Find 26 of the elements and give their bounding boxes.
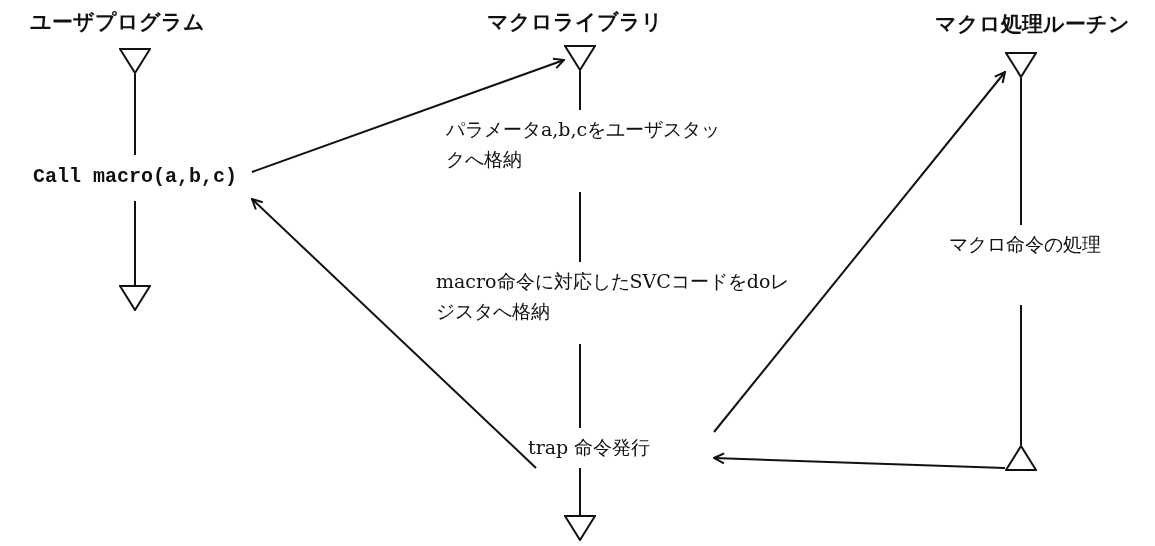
step-text: マクロ命令の処理 (940, 225, 1110, 305)
arrow (713, 71, 1006, 433)
arrow (713, 452, 1006, 469)
connector-line (134, 200, 136, 286)
connector-line (579, 70, 581, 111)
connector-line (134, 73, 136, 156)
connector-line (579, 467, 581, 516)
step-text: macro命令に対応したSVCコードをdoレジスタへ格納 (430, 262, 800, 344)
connector-line (1020, 77, 1022, 226)
step-text: trap 命令発行 (522, 428, 714, 468)
connector-line (579, 191, 581, 263)
end-triangle-icon (1005, 445, 1037, 471)
start-triangle-icon (564, 515, 596, 541)
arrow (251, 57, 565, 173)
lane-heading: マクロライブラリ (487, 9, 663, 36)
connector-line (579, 343, 581, 429)
lane-heading: ユーザプログラム (30, 9, 205, 36)
start-triangle-icon (119, 48, 151, 74)
connector-line (1020, 304, 1022, 446)
step-text: パラメータa,b,cをユーザスタックへ格納 (440, 110, 740, 192)
arrow (251, 198, 537, 469)
start-triangle-icon (1005, 52, 1037, 78)
start-triangle-icon (564, 45, 596, 71)
start-triangle-icon (119, 285, 151, 311)
lane-heading: マクロ処理ルーチン (935, 11, 1130, 38)
step-text: Call macro(a,b,c) (18, 155, 252, 201)
